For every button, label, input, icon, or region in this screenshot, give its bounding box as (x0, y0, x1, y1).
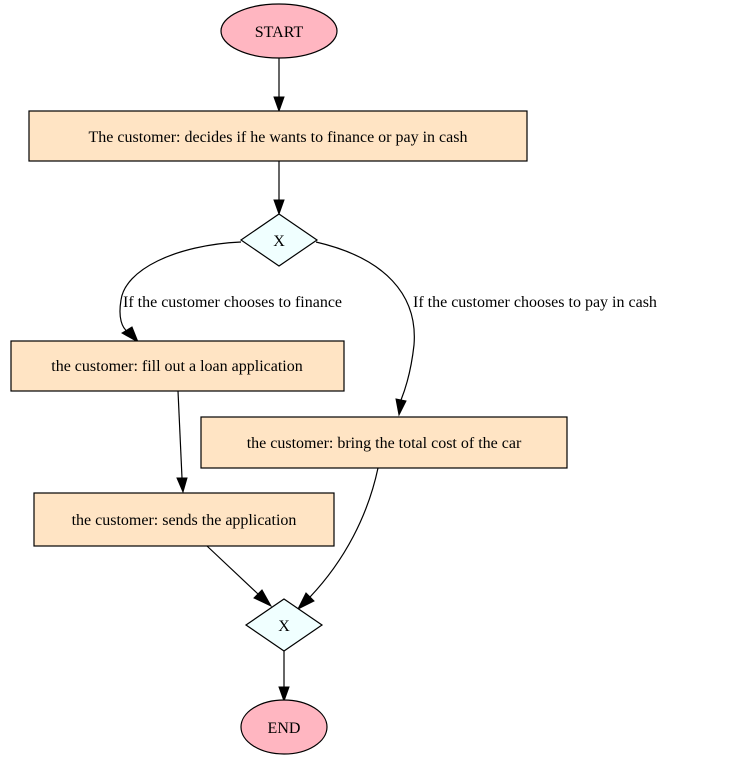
start-event: START (220, 3, 338, 59)
end-label: END (268, 720, 301, 737)
edge-label-finance: If the customer chooses to finance (123, 294, 342, 311)
task-loan-application-label: the customer: fill out a loan applicatio… (51, 358, 302, 375)
edge-loan-to-send (176, 390, 188, 494)
edge-start-to-decide (273, 57, 285, 113)
task-decide-label: The customer: decides if he wants to fin… (89, 129, 468, 146)
arrowhead-icon (273, 96, 285, 113)
arrowhead-icon (395, 398, 407, 417)
edge-decide-to-split (273, 161, 285, 216)
edge-label-cash: If the customer chooses to pay in cash (413, 294, 657, 311)
start-label: START (255, 24, 304, 41)
gateway-join: X (244, 598, 324, 652)
task-decide: The customer: decides if he wants to fin… (28, 110, 528, 162)
gateway-split: X (239, 213, 319, 267)
arrowhead-icon (121, 326, 139, 344)
gateway-join-label: X (278, 618, 290, 635)
arrowhead-icon (278, 686, 290, 703)
gateway-split-label: X (273, 233, 285, 250)
edge-cash (315, 241, 415, 417)
edge-join-to-end (278, 651, 290, 703)
arrowhead-icon (296, 592, 315, 611)
arrowhead-icon (176, 477, 188, 494)
task-send-application: the customer: sends the application (33, 492, 335, 547)
edge-cost-to-join (296, 467, 379, 611)
arrowhead-icon (253, 589, 273, 608)
task-bring-cost-label: the customer: bring the total cost of th… (247, 435, 522, 452)
task-loan-application: the customer: fill out a loan applicatio… (10, 340, 345, 392)
edge-finance (119, 241, 242, 344)
task-bring-cost: the customer: bring the total cost of th… (200, 416, 568, 469)
edge-send-to-join (206, 545, 273, 608)
end-event: END (240, 699, 328, 755)
arrowhead-icon (273, 199, 285, 216)
task-send-application-label: the customer: sends the application (72, 512, 297, 529)
